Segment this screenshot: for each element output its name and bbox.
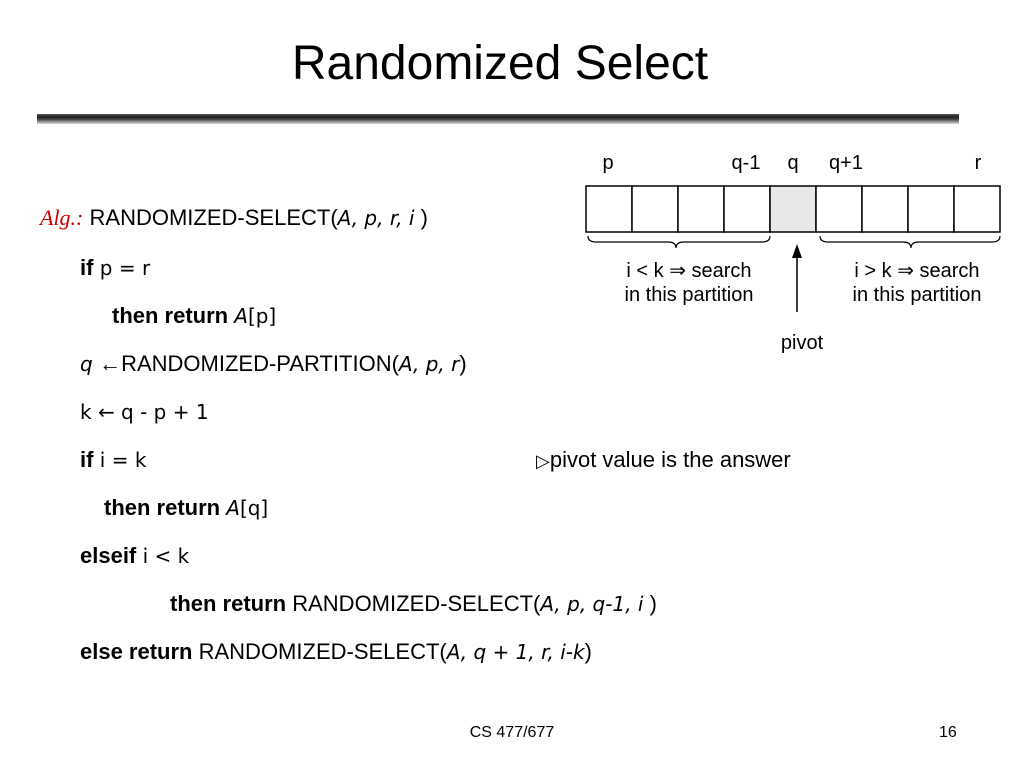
code-line-recurse-right: else return RANDOMIZED-SELECT(A, q + 1, … [80, 637, 592, 667]
function-args: A, p, q-1, i [540, 592, 644, 616]
index-label-q-plus-1: q+1 [829, 152, 863, 174]
keyword-then-return: then return [112, 303, 229, 328]
code-line-k: k ← q - p + 1 [80, 397, 209, 427]
page-number: 16 [939, 724, 957, 741]
keyword-if: if [80, 255, 94, 280]
comment-text: pivot value is the answer [549, 447, 791, 472]
array-cell [677, 185, 725, 233]
array-cells [585, 185, 1001, 233]
array-name: A [234, 304, 248, 328]
index-label-r: r [974, 152, 982, 174]
function-close: ) [414, 205, 428, 230]
keyword-if: if [80, 447, 94, 472]
index-label-q: q [787, 152, 799, 174]
footer-course: CS 477/677 [469, 724, 555, 741]
assign-arrow: ← [99, 351, 122, 376]
array-cell [861, 185, 909, 233]
pivot-arrow-head-icon [792, 244, 802, 258]
function-args: A, q + 1, r, i-k [446, 640, 585, 664]
slide-title: Randomized Select [291, 37, 709, 90]
right-partition-brace [819, 235, 1001, 249]
keyword-then-return: then return [104, 495, 221, 520]
array-cell [585, 185, 633, 233]
partition-name: RANDOMIZED-PARTITION( [121, 351, 399, 376]
left-note-line-1: i < k ⇒ search [626, 260, 752, 282]
k-assignment: k ← q - p + 1 [80, 400, 209, 424]
array-cell [631, 185, 679, 233]
code-line-signature: Alg.: RANDOMIZED-SELECT(A, p, r, i ) [40, 203, 428, 233]
function-close: ) [584, 639, 592, 664]
condition: i = k [93, 448, 147, 472]
function-args: A, p, r, i [337, 206, 415, 230]
comment-triangle-icon: ▷ [536, 451, 550, 472]
function-name: RANDOMIZED-SELECT( [89, 205, 338, 230]
code-comment: ▷pivot value is the answer [536, 445, 791, 477]
code-line-if-base: if p = r [80, 253, 150, 283]
pivot-label: pivot [780, 332, 824, 354]
function-name: RANDOMIZED-SELECT( [286, 591, 541, 616]
right-note-line-2: in this partition [852, 284, 982, 306]
title-divider [37, 114, 959, 124]
array-cell [723, 185, 771, 233]
keyword-else-return: else return [80, 639, 193, 664]
code-line-if-equal: if i = k [80, 445, 146, 475]
partition-close: ) [459, 351, 467, 376]
pivot-cell [769, 185, 817, 233]
left-note-line-2: in this partition [624, 284, 754, 306]
right-partition-note: i > k ⇒ search in this partition [822, 259, 1012, 307]
index-label-q-minus-1: q-1 [731, 152, 761, 174]
keyword-elseif: elseif [80, 543, 137, 568]
left-partition-note: i < k ⇒ search in this partition [594, 259, 784, 307]
array-index: [q] [239, 496, 269, 520]
array-cell [907, 185, 955, 233]
function-close: ) [643, 591, 657, 616]
array-name: A [226, 496, 240, 520]
condition: p = r [93, 256, 151, 280]
var-q: q [80, 352, 100, 376]
index-label-p: p [602, 152, 614, 174]
array-diagram [585, 185, 1001, 312]
array-cell [953, 185, 1001, 233]
keyword-then-return: then return [170, 591, 287, 616]
code-line-return-base: then return A[p] [112, 301, 276, 331]
condition: i < k [136, 544, 190, 568]
code-line-elseif: elseif i < k [80, 541, 189, 571]
code-line-return-pivot: then return A[q] [104, 493, 268, 523]
function-name: RANDOMIZED-SELECT( [192, 639, 447, 664]
left-partition-brace [587, 235, 771, 249]
array-cell [815, 185, 863, 233]
code-line-partition: q ←RANDOMIZED-PARTITION(A, p, r) [80, 349, 467, 379]
partition-args: A, p, r [398, 352, 460, 376]
array-index: [p] [247, 304, 277, 328]
alg-label: Alg.: [40, 205, 84, 230]
code-line-recurse-left: then return RANDOMIZED-SELECT(A, p, q-1,… [170, 589, 657, 619]
right-note-line-1: i > k ⇒ search [854, 260, 980, 282]
